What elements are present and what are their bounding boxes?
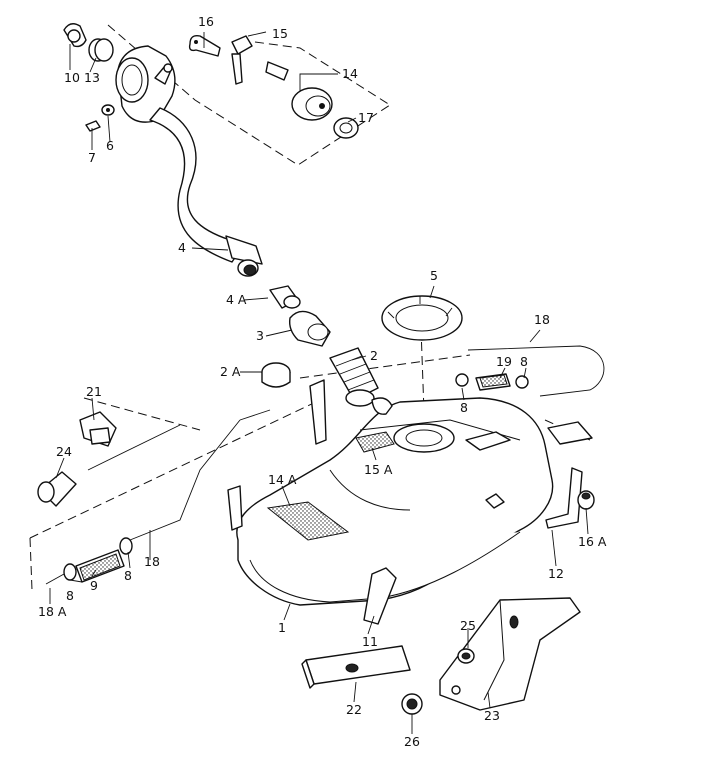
connector-4a <box>269 285 301 309</box>
filter-24 <box>37 471 77 507</box>
gasket-17 <box>333 117 359 139</box>
label-6: 6 <box>106 138 114 153</box>
label-26: 26 <box>404 734 420 749</box>
label-14: 14 <box>342 66 358 81</box>
label-18-left: 18 <box>144 554 160 569</box>
label-3: 3 <box>256 328 264 343</box>
label-16: 16 <box>198 14 214 29</box>
vent-line-18 <box>455 345 605 397</box>
hose-9 <box>75 549 125 583</box>
bracket-22 <box>301 645 411 689</box>
filler-neck-housing <box>115 45 176 123</box>
label-9: 9 <box>90 578 98 593</box>
label-15a: 15 A <box>364 462 393 477</box>
bracket-12 <box>545 467 583 529</box>
tag-right <box>547 421 593 445</box>
label-16a: 16 A <box>578 534 607 549</box>
label-8-top-left: 8 <box>460 400 468 415</box>
label-5: 5 <box>430 268 438 283</box>
lock-cylinder-15 <box>231 35 289 85</box>
label-17: 17 <box>358 110 374 125</box>
cap-retainer-10 <box>63 23 87 48</box>
label-19: 19 <box>496 354 512 369</box>
label-8-bottom-left: 8 <box>66 588 74 603</box>
label-22: 22 <box>346 702 362 717</box>
label-7: 7 <box>88 150 96 165</box>
label-15: 15 <box>272 26 288 41</box>
part-labels: 10 13 7 6 16 15 14 17 4 4 A 3 2 2 A 5 18… <box>38 14 607 749</box>
strap-11 <box>363 567 397 625</box>
label-11: 11 <box>362 634 378 649</box>
label-2a: 2 A <box>220 364 241 379</box>
label-25: 25 <box>460 618 476 633</box>
label-18a: 18 A <box>38 604 67 619</box>
leader-lines <box>49 31 589 734</box>
label-21: 21 <box>86 384 102 399</box>
pipe-18a <box>45 573 65 585</box>
label-12: 12 <box>548 566 564 581</box>
nut-26 <box>401 693 423 715</box>
filler-tube-4 <box>149 107 263 277</box>
locking-ring-5 <box>381 295 463 341</box>
hose-2 <box>329 347 379 407</box>
label-23: 23 <box>484 708 500 723</box>
vent-group-frame <box>29 397 321 591</box>
bracket-23 <box>439 597 581 711</box>
label-2: 2 <box>370 348 378 363</box>
label-13: 13 <box>84 70 100 85</box>
pad-14a <box>266 501 350 541</box>
grommet-16a <box>577 490 595 510</box>
label-14a: 14 A <box>268 472 297 487</box>
label-1: 1 <box>278 620 286 635</box>
screw-7 <box>85 120 101 132</box>
label-4: 4 <box>178 240 186 255</box>
seal-ring-13 <box>88 38 114 62</box>
bracket-left-tank <box>227 379 327 531</box>
key-16 <box>188 34 221 57</box>
label-18-top: 18 <box>534 312 550 327</box>
vent-pipe-long <box>87 409 271 541</box>
grommet-2a <box>261 362 291 388</box>
lock-housing-14 <box>291 87 333 121</box>
label-8-top-right: 8 <box>520 354 528 369</box>
clamp-3 <box>288 310 331 347</box>
clip-21 <box>79 411 117 447</box>
nut-25 <box>457 648 475 664</box>
fuel-tank-1 <box>236 397 554 606</box>
pad-15a <box>355 431 395 453</box>
washer-6 <box>101 104 115 116</box>
label-24: 24 <box>56 444 72 459</box>
label-10: 10 <box>64 70 80 85</box>
label-8-bottom: 8 <box>124 568 132 583</box>
label-4a: 4 A <box>226 292 247 307</box>
